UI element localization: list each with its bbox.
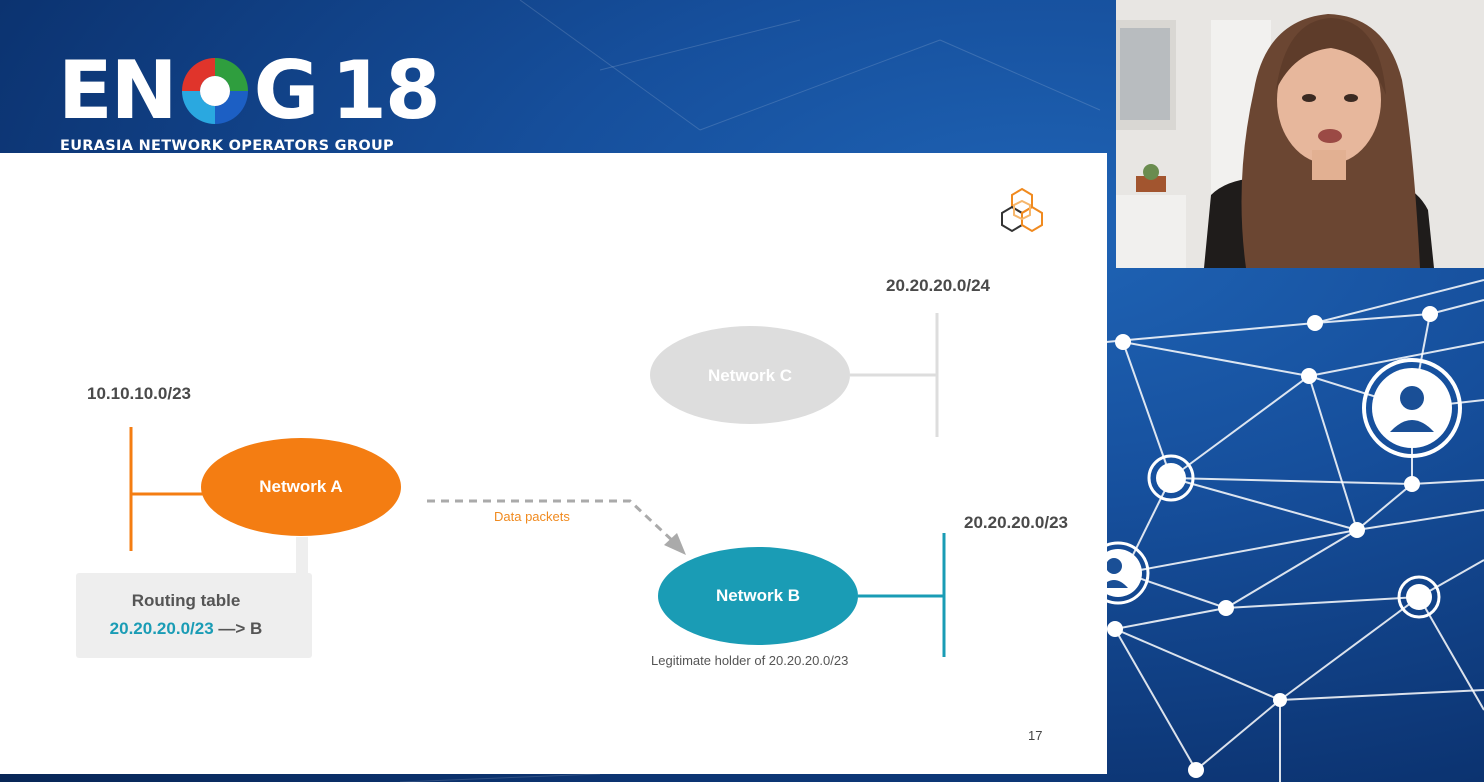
network-b-caption: Legitimate holder of 20.20.20.0/23 (651, 653, 849, 668)
network-c-label: Network C (707, 366, 793, 385)
globe-node-icon (1147, 454, 1441, 619)
network-a-label: Network A (259, 477, 343, 496)
routing-table-title: Routing table (131, 591, 241, 610)
page-number: 17 (1028, 728, 1043, 743)
ripe-ncc-cube-icon (1001, 187, 1043, 233)
logo-number: 18 (331, 44, 440, 137)
network-a-node (201, 438, 401, 536)
logo-text-g: G (253, 44, 320, 137)
data-flow-arrow (427, 499, 677, 545)
network-c-prefix: 20.20.20.0/24 (886, 276, 990, 295)
presenter-video (1116, 0, 1484, 268)
presenter-webcam (1116, 0, 1484, 268)
routing-table-callout: Routing table 20.20.20.0/23 —> B (76, 573, 312, 658)
user-node-icon (1362, 358, 1462, 458)
network-c-node (650, 326, 850, 424)
network-b-label: Network B (715, 586, 801, 605)
network-b-node (658, 547, 858, 645)
network-b-prefix: 20.20.20.0/23 (964, 513, 1068, 532)
logo-text-en: EN (58, 44, 178, 137)
logo-ring-icon (178, 54, 252, 128)
hijack-diagram (129, 187, 1043, 657)
network-a-prefix: 10.10.10.0/23 (87, 384, 191, 403)
data-packets-label: Data packets (494, 509, 570, 524)
routing-entry-prefix: 20.20.20.0/23 (109, 619, 214, 638)
routing-table-entry: 20.20.20.0/23 —> B (76, 619, 296, 639)
routing-entry-target: —> B (218, 619, 263, 638)
presentation-slide: 10.10.10.0/23 Network A 20.20.20.0/24 Ne… (0, 153, 1107, 774)
logo-subtitle: EURASIA NETWORK OPERATORS GROUP (60, 138, 394, 154)
